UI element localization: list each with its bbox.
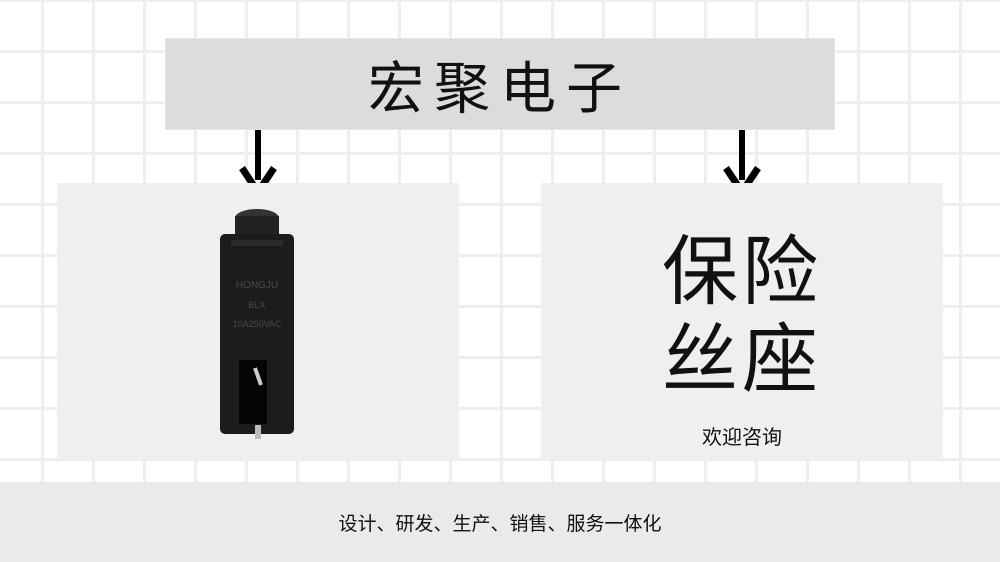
product-heading: 保险 丝座: [541, 228, 943, 404]
heading-line-1: 保险: [662, 227, 822, 316]
heading-line-2: 丝座: [662, 315, 822, 404]
product-marking-model: BLX: [248, 300, 265, 310]
footer-band: 设计、研发、生产、销售、服务一体化: [0, 482, 1000, 562]
product-marking-rating: 10A250VAC: [233, 319, 282, 329]
fuse-holder-image: HONGJU BLX 10A250VAC: [220, 209, 294, 439]
title-banner: 宏聚电子: [165, 38, 835, 130]
footer-slogan: 设计、研发、生产、销售、服务一体化: [338, 512, 662, 535]
info-panel: 保险 丝座 欢迎咨询: [541, 183, 943, 459]
inquiry-text: 欢迎咨询: [702, 425, 782, 449]
product-marking-brand: HONGJU: [236, 280, 278, 291]
company-title: 宏聚电子: [368, 56, 632, 122]
